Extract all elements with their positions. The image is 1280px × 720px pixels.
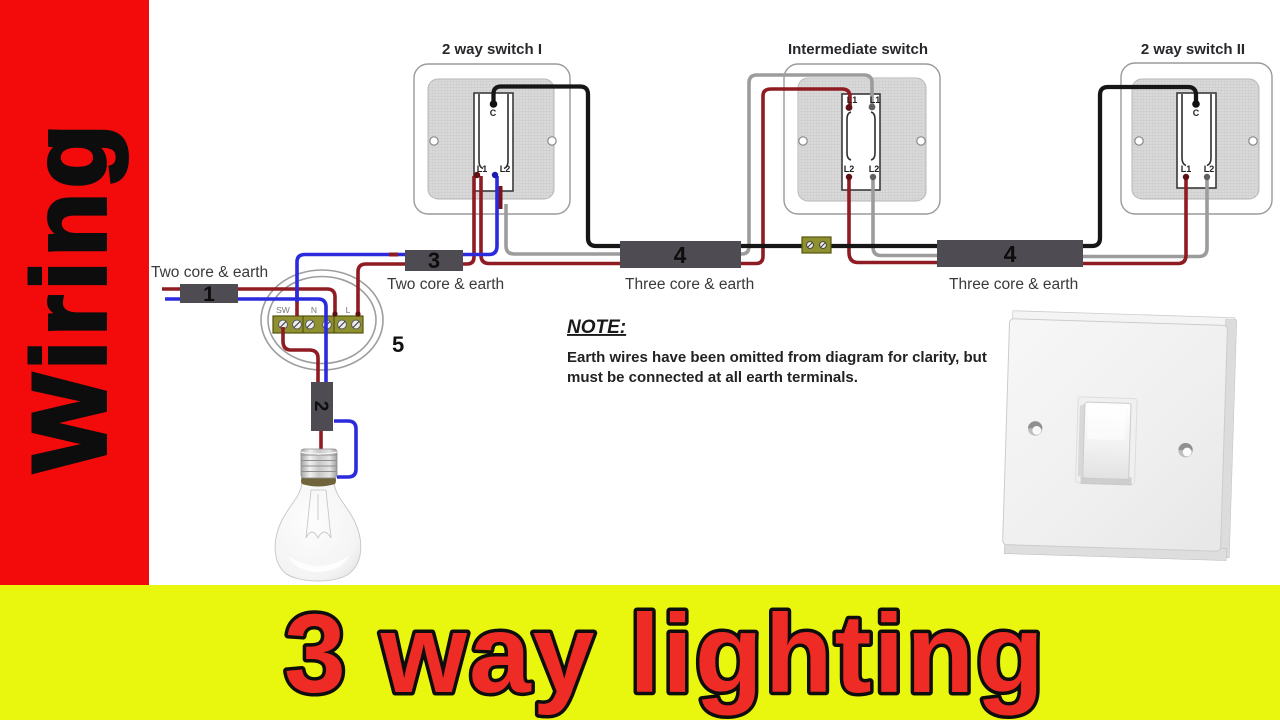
svg-text:L2: L2: [869, 164, 880, 174]
svg-text:1: 1: [203, 283, 215, 306]
svg-text:L: L: [346, 305, 351, 315]
svg-text:L2: L2: [500, 164, 511, 174]
svg-text:N: N: [311, 305, 317, 315]
svg-text:Three core & earth: Three core & earth: [949, 276, 1078, 293]
svg-text:L1: L1: [1181, 164, 1192, 174]
svg-text:3 way lighting: 3 way lighting: [284, 592, 1046, 716]
svg-text:L1: L1: [477, 164, 488, 174]
svg-text:L2: L2: [1204, 164, 1215, 174]
svg-text:C: C: [1193, 108, 1200, 118]
svg-text:C: C: [490, 108, 497, 118]
svg-text:Earth wires have been omitted: Earth wires have been omitted from diagr…: [567, 349, 987, 366]
svg-text:Intermediate switch: Intermediate switch: [788, 41, 928, 58]
svg-text:2 way switch I: 2 way switch I: [442, 41, 542, 58]
svg-text:SW: SW: [276, 305, 290, 315]
svg-text:Three core & earth: Three core & earth: [625, 276, 754, 293]
svg-text:5: 5: [392, 332, 404, 357]
svg-text:3: 3: [428, 248, 440, 273]
svg-text:L2: L2: [844, 164, 855, 174]
svg-text:2 way switch II: 2 way switch II: [1141, 41, 1245, 58]
svg-text:Two core & earth: Two core & earth: [151, 264, 268, 281]
svg-text:Two core & earth: Two core & earth: [387, 276, 504, 293]
svg-text:4: 4: [1004, 241, 1017, 267]
svg-text:4: 4: [674, 242, 687, 268]
svg-text:must be connected at all earth: must be connected at all earth terminals…: [567, 369, 858, 386]
svg-text:2: 2: [310, 401, 331, 412]
svg-text:L1: L1: [847, 95, 858, 105]
svg-text:L1: L1: [870, 95, 881, 105]
svg-text:3 way lighting: 3 way lighting: [284, 592, 1046, 716]
svg-text:Wiring: Wiring: [12, 119, 128, 472]
svg-text:NOTE:: NOTE:: [567, 317, 626, 338]
